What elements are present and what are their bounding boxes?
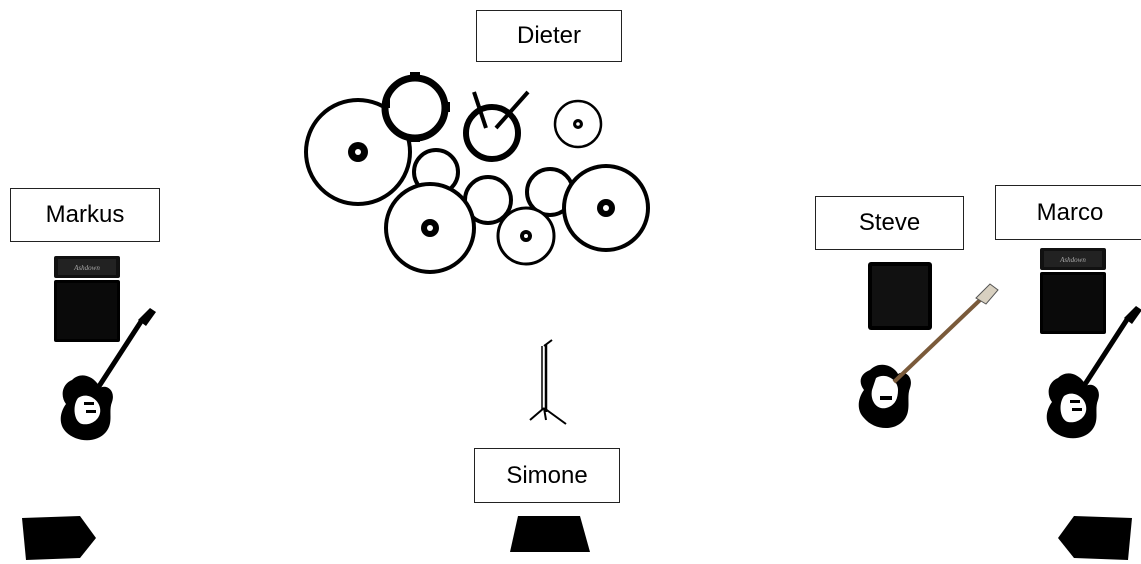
label-dieter: Dieter xyxy=(476,10,622,62)
drum-kit xyxy=(304,72,650,274)
monitor-center xyxy=(510,516,590,552)
label-steve: Steve xyxy=(815,196,964,250)
monitor-left xyxy=(22,516,96,560)
monitor-right xyxy=(1058,516,1132,560)
label-marco: Marco xyxy=(995,185,1141,240)
amp-markus xyxy=(54,256,120,342)
label-simone: Simone xyxy=(474,448,620,503)
amp-steve xyxy=(868,262,932,330)
label-markus: Markus xyxy=(10,188,160,242)
amp-marco xyxy=(1040,248,1106,334)
mic-stand xyxy=(529,339,567,425)
